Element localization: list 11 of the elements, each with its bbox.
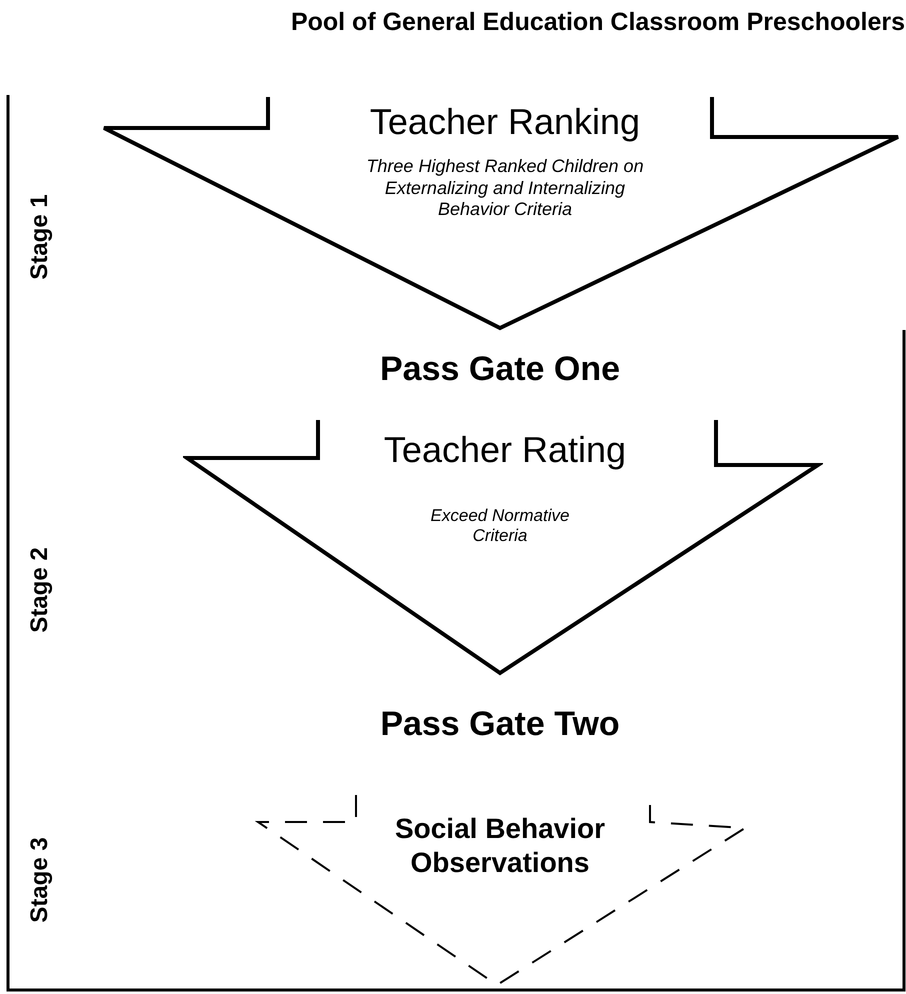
gate-label: Pass Gate One (378, 349, 621, 390)
stage-label: Stage 2 (25, 546, 54, 635)
criteria-text: Exceed Normative Criteria (430, 506, 570, 547)
stage-label: Stage 1 (25, 193, 54, 282)
funnel-heading: Social Behavior Observations (394, 812, 606, 880)
gate-label: Pass Gate Two (379, 704, 621, 745)
funnel-heading: Teacher Ranking (368, 100, 642, 144)
criteria-text: Three Highest Ranked Children on Externalizing and Internalizing Behavior Criteria (365, 156, 645, 221)
stage-label: Stage 3 (25, 836, 54, 925)
diagram-title: Pool of General Education Classroom Preschoolers (290, 8, 905, 37)
funnel-heading: Teacher Rating (382, 428, 628, 472)
